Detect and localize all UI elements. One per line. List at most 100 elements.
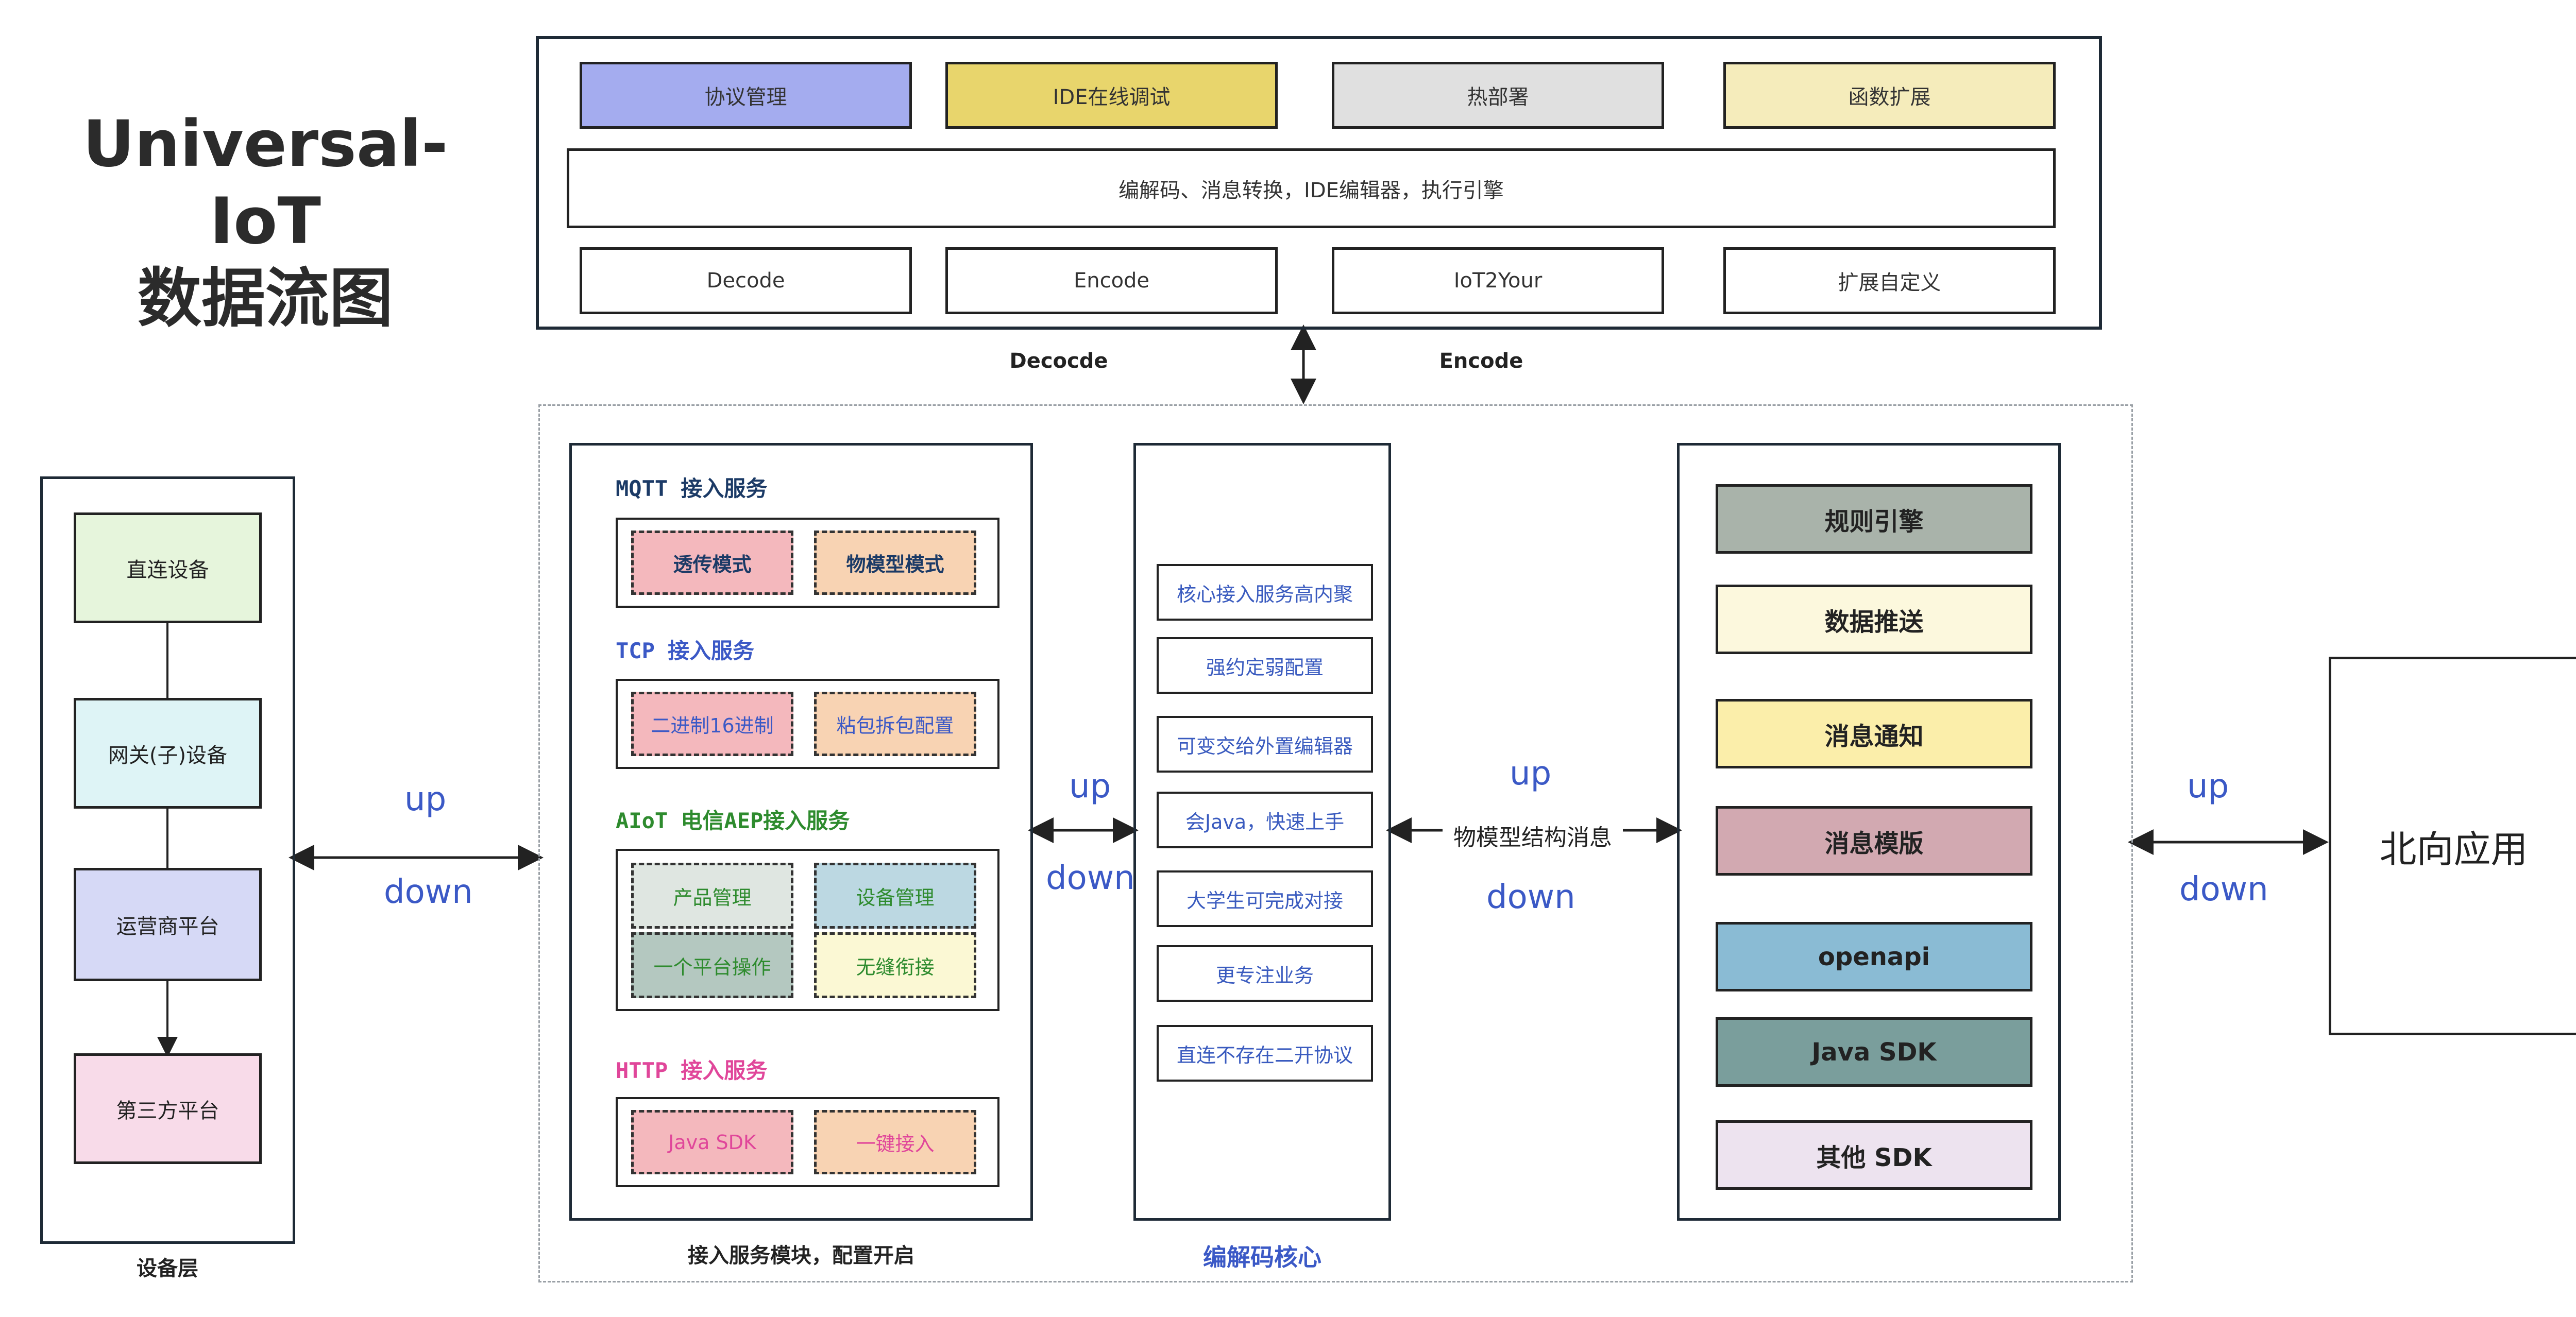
access-item-http-1-label: Java SDK xyxy=(668,1131,756,1154)
top-row1-label-4: 函数扩展 xyxy=(1848,85,1931,109)
top-row1-item-4: 函数扩展 xyxy=(1723,62,2056,129)
access-heading-aiot: AIoT 电信AEP接入服务 xyxy=(616,808,850,833)
service-item-5: openapi xyxy=(1716,922,2032,991)
service-item-4-label: 消息模版 xyxy=(1824,829,1924,858)
device-item-label-3: 运营商平台 xyxy=(116,915,219,938)
core-item-1-label: 核心接入服务高内聚 xyxy=(1176,583,1353,606)
top-row3-item-3: IoT2Your xyxy=(1332,247,1664,314)
core-item-2: 强约定弱配置 xyxy=(1157,637,1373,694)
access-item-mqtt-1-label: 透传模式 xyxy=(673,553,752,576)
core-item-4-label: 会Java，快速上手 xyxy=(1185,810,1345,833)
core-item-7-label: 直连不存在二开协议 xyxy=(1176,1044,1353,1067)
core-item-6-label: 更专注业务 xyxy=(1215,964,1314,987)
top-row1-label-3: 热部署 xyxy=(1467,85,1529,109)
device-item-label-4: 第三方平台 xyxy=(116,1099,219,1123)
service-item-6-label: Java SDK xyxy=(1811,1037,1937,1067)
core-link-up: up xyxy=(1510,755,1552,793)
title-line-2: 数据流图 xyxy=(137,262,393,336)
service-item-1: 规则引擎 xyxy=(1716,484,2032,554)
core-item-3-label: 可变交给外置编辑器 xyxy=(1176,734,1353,758)
top-link-right-label: Encode xyxy=(1439,349,1523,373)
top-row3-item-2: Encode xyxy=(945,247,1278,314)
core-item-5: 大学生可完成对接 xyxy=(1157,870,1373,927)
device-layer-panel xyxy=(40,476,295,1244)
device-item-1: 直连设备 xyxy=(74,512,262,623)
north-link-up: up xyxy=(2187,767,2229,806)
top-wide-box: 编解码、消息转换，IDE编辑器，执行引擎 xyxy=(567,148,2056,228)
north-application-box: 北向应用 xyxy=(2329,657,2576,1035)
core-item-1: 核心接入服务高内聚 xyxy=(1157,564,1373,621)
top-row1-item-1: 协议管理 xyxy=(580,62,912,129)
core-link-center-label: 物模型结构消息 xyxy=(1443,819,1623,852)
access-item-http-2-label: 一键接入 xyxy=(856,1133,935,1155)
device-item-label-1: 直连设备 xyxy=(126,558,209,582)
service-item-5-label: openapi xyxy=(1818,942,1930,971)
device-link-down: down xyxy=(384,873,473,911)
access-heading-http: HTTP 接入服务 xyxy=(616,1058,768,1083)
core-item-4: 会Java，快速上手 xyxy=(1157,792,1373,848)
access-panel-label: 接入服务模块，配置开启 xyxy=(688,1244,914,1268)
device-item-4: 第三方平台 xyxy=(74,1053,262,1164)
device-layer-label: 设备层 xyxy=(137,1257,198,1280)
core-link-down: down xyxy=(1486,878,1575,916)
core-item-6: 更专注业务 xyxy=(1157,945,1373,1002)
device-item-2: 网关(子)设备 xyxy=(74,698,262,809)
access-item-mqtt-2: 物模型模式 xyxy=(814,531,976,595)
service-item-6: Java SDK xyxy=(1716,1017,2032,1087)
access-item-tcp-1: 二进制16进制 xyxy=(631,692,793,756)
top-row3-label-1: Decode xyxy=(706,269,785,293)
north-application-label: 北向应用 xyxy=(2379,828,2528,871)
middle-container xyxy=(538,404,2133,1282)
access-link-down: down xyxy=(1046,859,1135,897)
services-panel xyxy=(1677,443,2061,1221)
top-row1-label-2: IDE在线调试 xyxy=(1053,85,1171,109)
access-item-aiot-1-label: 产品管理 xyxy=(673,886,752,909)
service-item-7: 其他 SDK xyxy=(1716,1120,2032,1190)
access-item-aiot-2: 设备管理 xyxy=(814,863,976,929)
access-item-aiot-4-label: 无缝衔接 xyxy=(856,955,935,979)
core-panel xyxy=(1133,443,1391,1221)
core-panel-label: 编解码核心 xyxy=(1203,1243,1321,1271)
title-line-1: Universal-IoT xyxy=(82,107,448,259)
access-item-tcp-2-label: 粘包拆包配置 xyxy=(836,714,954,737)
core-item-2-label: 强约定弱配置 xyxy=(1206,656,1324,679)
device-link-up: up xyxy=(404,780,447,818)
device-item-label-2: 网关(子)设备 xyxy=(108,743,228,767)
access-item-tcp-2: 粘包拆包配置 xyxy=(814,692,976,756)
service-item-2-label: 数据推送 xyxy=(1824,607,1924,637)
access-link-up: up xyxy=(1069,767,1111,806)
access-item-aiot-3-label: 一个平台操作 xyxy=(653,955,771,979)
access-item-mqtt-2-label: 物模型模式 xyxy=(846,553,944,576)
access-item-http-2: 一键接入 xyxy=(814,1110,976,1174)
top-wide-label: 编解码、消息转换，IDE编辑器，执行引擎 xyxy=(1118,178,1504,202)
service-item-3: 消息通知 xyxy=(1716,699,2032,768)
service-item-3-label: 消息通知 xyxy=(1824,722,1924,751)
top-link-left-label: Decocde xyxy=(1009,349,1108,373)
access-item-tcp-1-label: 二进制16进制 xyxy=(651,714,774,737)
service-item-4: 消息模版 xyxy=(1716,806,2032,876)
access-item-aiot-1: 产品管理 xyxy=(631,863,793,929)
top-row3-item-4: 扩展自定义 xyxy=(1723,247,2056,314)
top-row1-label-1: 协议管理 xyxy=(704,85,787,109)
access-heading-mqtt: MQTT 接入服务 xyxy=(616,476,768,501)
core-item-7: 直连不存在二开协议 xyxy=(1157,1025,1373,1082)
service-item-2: 数据推送 xyxy=(1716,585,2032,654)
service-item-1-label: 规则引擎 xyxy=(1824,507,1924,536)
access-item-aiot-4: 无缝衔接 xyxy=(814,932,976,998)
core-item-5-label: 大学生可完成对接 xyxy=(1186,889,1343,912)
top-row3-label-4: 扩展自定义 xyxy=(1838,271,1941,295)
access-panel xyxy=(569,443,1033,1221)
access-item-aiot-2-label: 设备管理 xyxy=(856,886,935,909)
top-panel xyxy=(536,36,2102,330)
access-item-mqtt-1: 透传模式 xyxy=(631,531,793,595)
top-row1-item-3: 热部署 xyxy=(1332,62,1664,129)
top-row3-item-1: Decode xyxy=(580,247,912,314)
access-heading-tcp: TCP 接入服务 xyxy=(616,638,755,663)
access-item-http-1: Java SDK xyxy=(631,1110,793,1174)
core-item-3: 可变交给外置编辑器 xyxy=(1157,716,1373,773)
north-link-down: down xyxy=(2179,870,2268,909)
device-item-3: 运营商平台 xyxy=(74,868,262,981)
service-item-7-label: 其他 SDK xyxy=(1816,1143,1932,1172)
top-row1-item-2: IDE在线调试 xyxy=(945,62,1278,129)
top-row3-label-2: Encode xyxy=(1073,269,1150,293)
